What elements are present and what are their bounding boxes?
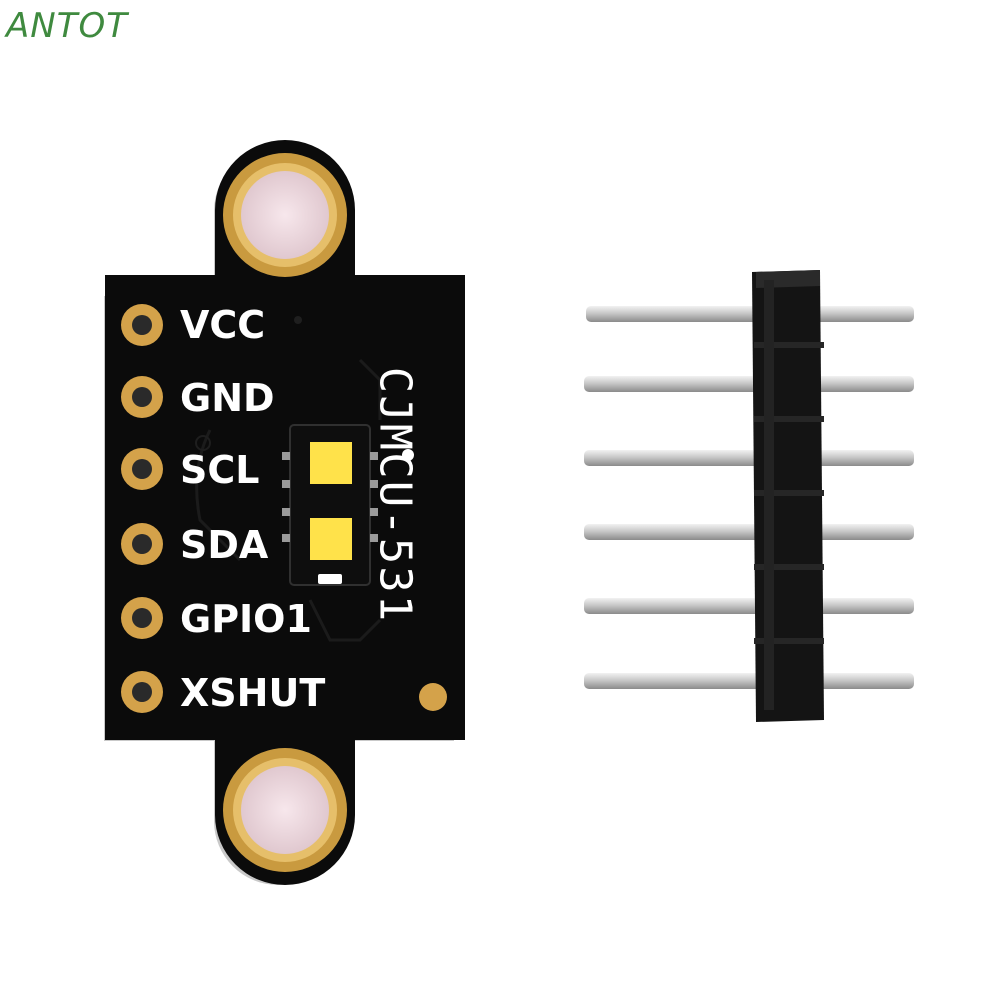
header-pin: [586, 306, 914, 322]
pin-pad-sda: [121, 523, 163, 565]
watermark-text: ANTOT: [6, 6, 128, 46]
pin-label-gpio1: GPIO1: [180, 597, 312, 641]
sensor-emitter-window: [310, 442, 352, 484]
pin-pad-gnd: [121, 376, 163, 418]
pin-pad-vcc: [121, 304, 163, 346]
header-pin: [584, 376, 914, 392]
sensor-receiver-window: [310, 518, 352, 560]
pin-pad-gpio1: [121, 597, 163, 639]
pin-label-scl: SCL: [180, 448, 260, 492]
pin-header: [584, 270, 914, 722]
header-pin: [584, 598, 914, 614]
pin-pad-scl: [121, 448, 163, 490]
header-pin: [584, 450, 914, 466]
pin-label-sda: SDA: [180, 523, 269, 567]
mounting-hole-top: [223, 153, 347, 277]
pin-label-xshut: XSHUT: [180, 671, 326, 715]
board-model-label: CJMCU-531: [369, 366, 421, 624]
tof-sensor-chip: [282, 424, 378, 586]
pin-label-vcc: VCC: [180, 303, 266, 347]
pin-pad-xshut: [121, 671, 163, 713]
mounting-hole-bottom: [223, 748, 347, 872]
pin-pads: [121, 304, 163, 713]
test-pad: [419, 683, 447, 711]
pcb-board: [104, 140, 465, 885]
header-pin: [584, 524, 914, 540]
header-pin: [584, 673, 914, 689]
pin-label-gnd: GND: [180, 376, 275, 420]
